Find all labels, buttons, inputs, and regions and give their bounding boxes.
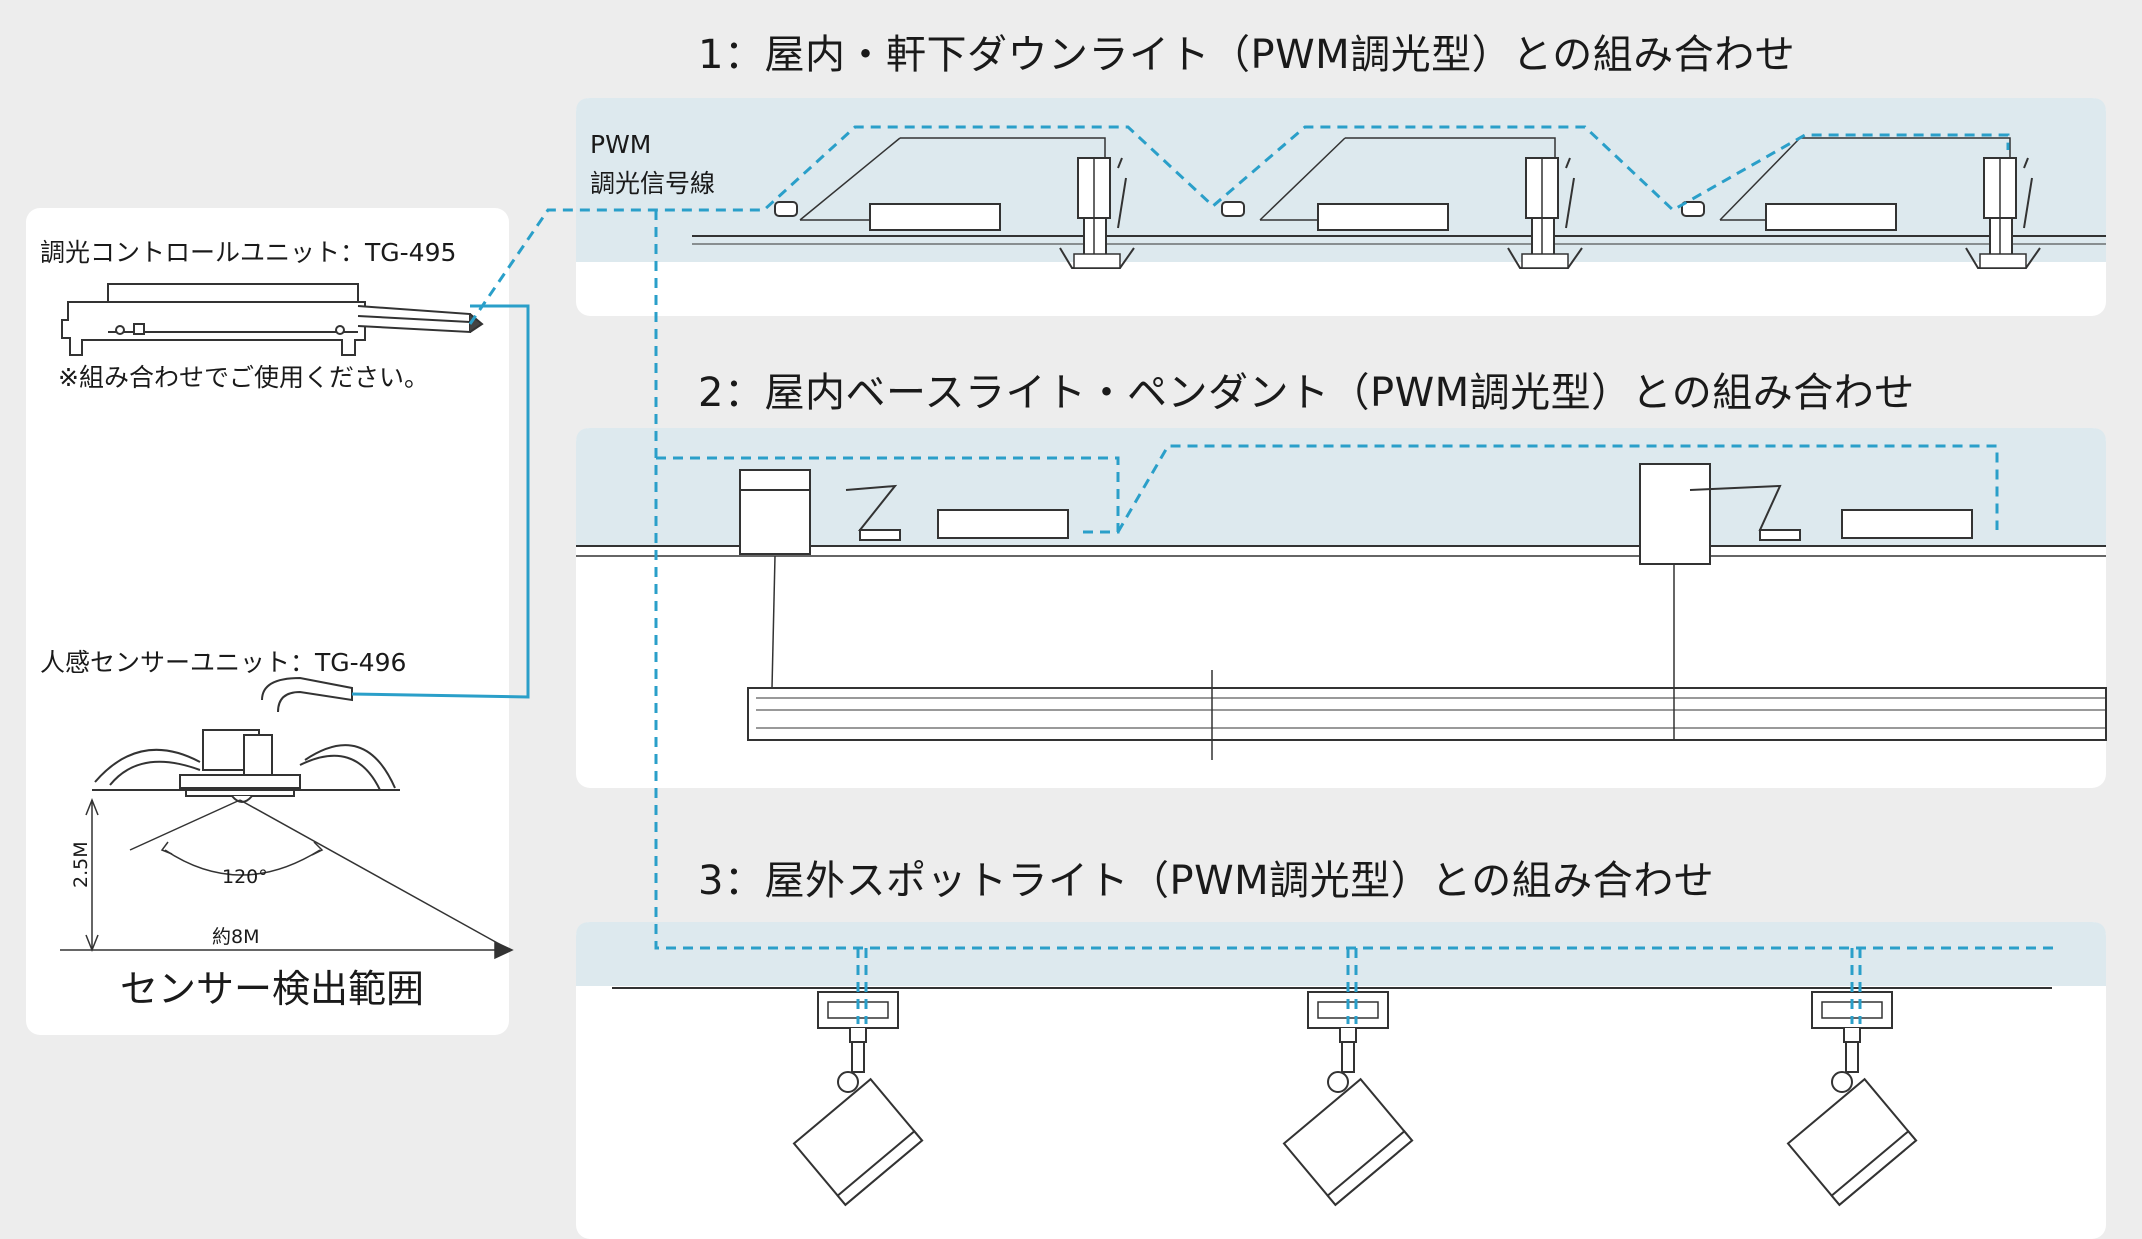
sensor-control-wire [351, 304, 530, 699]
sensor-unit-drawing [92, 676, 400, 803]
range-caption: センサー検出範囲 [120, 967, 425, 1011]
section-2-fixtures [739, 463, 1973, 565]
section-1-title: 1：屋内・軒下ダウンライト（PWM調光型）との組み合わせ [698, 32, 1796, 78]
pwm-label-line2: 調光信号線 [590, 169, 716, 198]
combo-note: ※組み合わせでご使用ください。 [58, 363, 429, 392]
angle-label: 120° [222, 866, 268, 888]
height-label: 2.5M [70, 841, 92, 888]
control-unit-label: 調光コントロールユニット：TG-495 [40, 238, 457, 267]
section-1-fixtures [774, 137, 2041, 269]
detection-range-graphic [60, 797, 514, 960]
control-unit-drawing [61, 283, 484, 356]
pwm-signal-line [468, 125, 2060, 1024]
section-3-title: 3：屋外スポットライト（PWM調光型）との組み合わせ [698, 858, 1715, 904]
width-label: 約8M [212, 926, 260, 948]
left-panel-bg [26, 208, 509, 1035]
section-2-title: 2：屋内ベースライト・ペンダント（PWM調光型）との組み合わせ [698, 370, 1915, 416]
pwm-label-line1: PWM [590, 130, 652, 159]
sensor-unit-label: 人感センサーユニット：TG-496 [40, 648, 407, 677]
